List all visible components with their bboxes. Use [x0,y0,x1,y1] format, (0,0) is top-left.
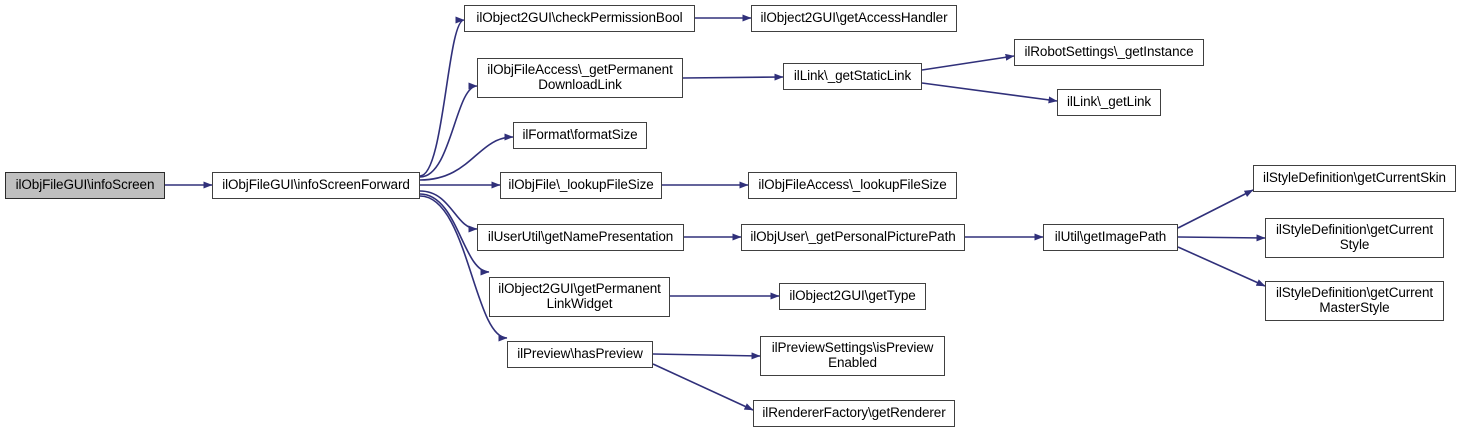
graph-edge [652,352,761,360]
graph-node-label: ilObject2GUI\getAccessHandler [760,10,948,26]
graph-node-label: ilUtil\getImagePath [1054,229,1167,245]
graph-node[interactable]: ilObjFileGUI\infoScreen [5,172,165,199]
graph-edge [921,82,1058,104]
graph-node[interactable]: ilPreviewSettings\isPreview Enabled [760,336,945,376]
graph-edge [419,82,478,178]
graph-node[interactable]: ilObjFileGUI\infoScreenForward [212,172,420,199]
graph-node-label: ilUserUtil\getNamePresentation [487,229,674,245]
graph-node[interactable]: ilObject2GUI\getAccessHandler [751,5,957,32]
graph-node-label: ilObjFileAccess\_getPermanent DownloadLi… [487,62,673,92]
graph-node-label: ilPreviewSettings\isPreview Enabled [771,340,934,370]
graph-edge [419,16,465,177]
graph-node-label: ilObject2GUI\getType [789,288,916,304]
graph-node-label: ilStyleDefinition\getCurrentSkin [1263,170,1446,186]
graph-node-label: ilRendererFactory\getRenderer [762,405,946,421]
graph-node-label: ilPreview\hasPreview [517,346,643,362]
graph-edge [1177,246,1266,287]
graph-node-label: ilObjUser\_getPersonalPicturePath [750,229,956,245]
graph-node[interactable]: ilUtil\getImagePath [1043,224,1178,251]
graph-node[interactable]: ilLink\_getStaticLink [783,63,922,90]
graph-node-label: ilObjFileGUI\infoScreenForward [222,177,410,193]
graph-node-label: ilObject2GUI\getPermanent LinkWidget [498,281,661,311]
graph-node[interactable]: ilObjFileAccess\_lookupFileSize [748,172,957,199]
graph-node[interactable]: ilStyleDefinition\getCurrentSkin [1253,165,1456,192]
graph-node-label: ilFormat\formatSize [522,127,638,143]
graph-node[interactable]: ilObjFile\_lookupFileSize [500,172,662,199]
graph-edge [419,190,478,233]
graph-edge [1177,234,1266,242]
graph-node[interactable]: ilObject2GUI\getPermanent LinkWidget [489,277,670,317]
edges-group [165,14,1266,411]
graph-node[interactable]: ilObject2GUI\getType [779,283,926,310]
graph-node-label: ilLink\_getStaticLink [793,68,912,84]
graph-node[interactable]: ilFormat\formatSize [513,122,647,149]
graph-node-label: ilObject2GUI\checkPermissionBool [476,10,683,26]
graph-node[interactable]: ilObjUser\_getPersonalPicturePath [741,224,965,251]
graph-node[interactable]: ilRendererFactory\getRenderer [753,400,955,427]
graph-node-label: ilStyleDefinition\getCurrent MasterStyle [1275,285,1434,315]
graph-node[interactable]: ilObjFileAccess\_getPermanent DownloadLi… [477,58,683,98]
graph-edge [682,73,784,81]
graph-node[interactable]: ilPreview\hasPreview [507,341,653,368]
graph-edge [652,363,754,411]
graph-edge [1177,189,1254,229]
graph-node[interactable]: ilUserUtil\getNamePresentation [477,224,684,251]
graph-node-label: ilRobotSettings\_getInstance [1024,44,1194,60]
graph-edge [921,53,1015,71]
graph-node[interactable]: ilObject2GUI\checkPermissionBool [464,5,695,32]
graph-node-label: ilObjFileAccess\_lookupFileSize [758,177,947,193]
graph-node[interactable]: ilStyleDefinition\getCurrent MasterStyle [1265,281,1444,321]
graph-node-label: ilObjFile\_lookupFileSize [508,177,654,193]
graph-node-label: ilStyleDefinition\getCurrent Style [1275,222,1434,252]
graph-node-label: ilLink\_getLink [1066,94,1152,110]
graph-node[interactable]: ilRobotSettings\_getInstance [1014,39,1204,66]
graph-node[interactable]: ilStyleDefinition\getCurrent Style [1265,218,1444,258]
graph-node-label: ilObjFileGUI\infoScreen [15,177,155,193]
graph-node[interactable]: ilLink\_getLink [1057,89,1161,116]
